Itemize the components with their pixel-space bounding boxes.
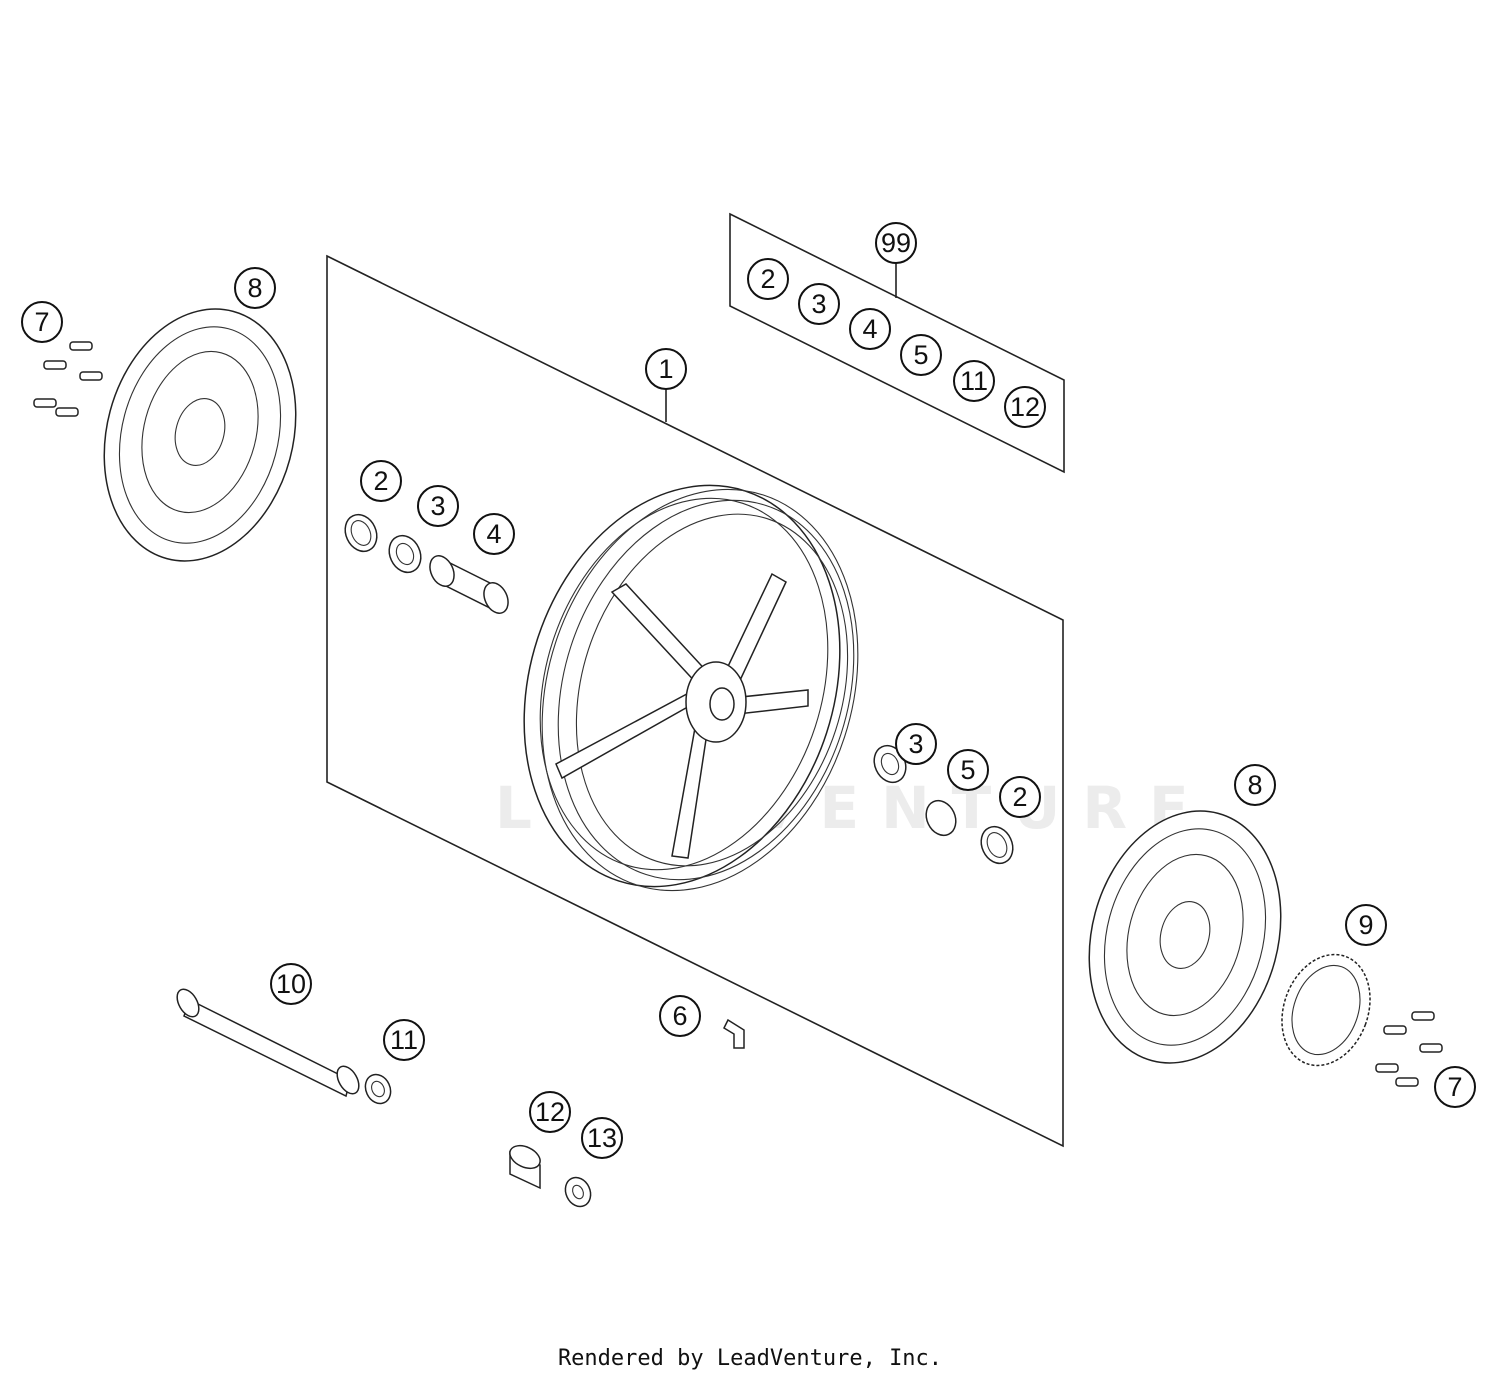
svg-text:4: 4: [862, 314, 877, 344]
svg-text:11: 11: [390, 1025, 418, 1055]
callout-99: 99: [875, 222, 917, 264]
callout-2-right: 2: [999, 776, 1041, 818]
svg-text:8: 8: [247, 273, 262, 303]
svg-text:3: 3: [908, 729, 923, 759]
svg-text:99: 99: [881, 228, 911, 258]
tire-valve: [723, 1018, 745, 1049]
svg-text:7: 7: [1447, 1072, 1462, 1102]
callout-9: 9: [1345, 904, 1387, 946]
callout-7-right: 7: [1434, 1066, 1476, 1108]
callout-1: 1: [645, 348, 687, 390]
callout-3-left: 3: [417, 485, 459, 527]
svg-text:5: 5: [960, 755, 975, 785]
svg-text:4: 4: [486, 519, 501, 549]
callout-5-right: 5: [947, 749, 989, 791]
callout-2-left: 2: [360, 460, 402, 502]
wheel-assembly-frame: [326, 254, 1064, 1148]
svg-text:10: 10: [276, 969, 306, 999]
svg-text:5: 5: [913, 340, 928, 370]
callout-7-left: 7: [21, 301, 63, 343]
svg-text:6: 6: [672, 1001, 687, 1031]
kit-99-box: [729, 212, 1065, 474]
svg-text:7: 7: [34, 307, 49, 337]
left-disc-bolts: [33, 341, 103, 417]
svg-text:9: 9: [1358, 910, 1373, 940]
axle-bushing: [509, 1144, 541, 1190]
right-seal-ring: [980, 825, 1014, 865]
kit-callout-3: 3: [798, 283, 840, 325]
abs-sensor-ring: [1281, 953, 1371, 1067]
left-bearing: [388, 534, 422, 574]
kit-callout-12: 12: [1004, 386, 1046, 428]
kit-callout-2: 2: [747, 258, 789, 300]
svg-text:8: 8: [1247, 770, 1262, 800]
wheel-axle: [176, 988, 360, 1098]
callout-6: 6: [659, 995, 701, 1037]
callout-4-left: 4: [473, 513, 515, 555]
callout-8-left: 8: [234, 267, 276, 309]
svg-text:3: 3: [430, 491, 445, 521]
svg-text:11: 11: [960, 366, 988, 396]
svg-text:3: 3: [811, 289, 826, 319]
right-brake-disc: [1088, 810, 1282, 1064]
svg-text:1: 1: [658, 354, 673, 384]
svg-text:12: 12: [1010, 392, 1040, 422]
kit-callout-4: 4: [849, 308, 891, 350]
front-wheel: [523, 484, 859, 892]
svg-text:12: 12: [535, 1097, 565, 1127]
circlip: [925, 799, 957, 837]
right-disc-bolts: [1375, 1011, 1443, 1087]
callout-11: 11: [383, 1019, 425, 1061]
callout-12: 12: [529, 1091, 571, 1133]
svg-text:2: 2: [760, 264, 775, 294]
callout-8-right: 8: [1234, 764, 1276, 806]
spacer-sleeve: [429, 555, 509, 614]
axle-spacer: [364, 1073, 392, 1105]
svg-text:2: 2: [373, 466, 388, 496]
callout-10: 10: [270, 963, 312, 1005]
right-bearing: [873, 744, 907, 784]
left-brake-disc: [103, 308, 297, 562]
kit-callout-11: 11: [953, 360, 995, 402]
kit-callout-5: 5: [900, 334, 942, 376]
axle-washer: [564, 1176, 592, 1208]
svg-text:13: 13: [587, 1123, 617, 1153]
svg-text:2: 2: [1012, 782, 1027, 812]
footer-credit: Rendered by LeadVenture, Inc.: [557, 1346, 943, 1371]
left-seal-ring: [344, 513, 378, 553]
callout-3-right: 3: [895, 723, 937, 765]
callout-13: 13: [581, 1117, 623, 1159]
